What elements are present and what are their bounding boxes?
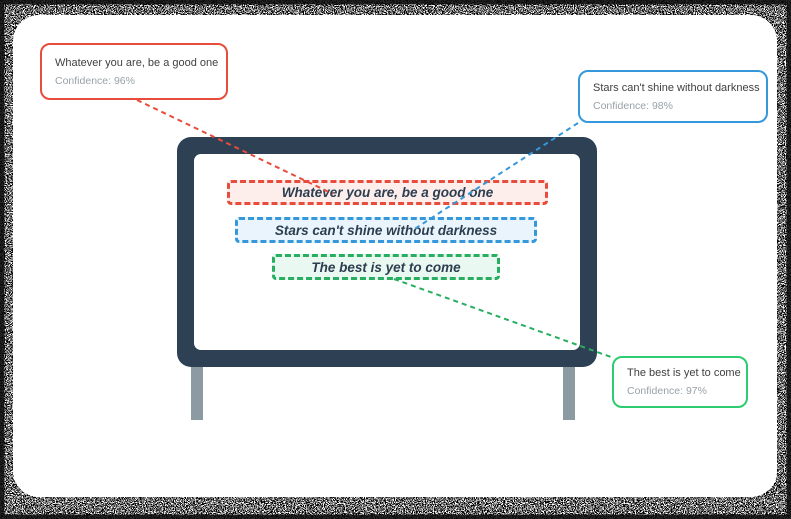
quote-3-text: The best is yet to come [311, 259, 461, 275]
billboard-frame [177, 137, 597, 367]
callout-3-quote: The best is yet to come [627, 367, 741, 379]
detection-box-quote-3[interactable]: The best is yet to come [272, 254, 500, 280]
quote-2-text: Stars can't shine without darkness [274, 222, 498, 238]
callout-2-confidence: Confidence: 98% [593, 99, 673, 112]
billboard-leg-left [191, 367, 203, 420]
callout-quote-1: Whatever you are, be a good one Confiden… [40, 43, 228, 100]
callout-2-quote: Stars can't shine without darkness [593, 81, 760, 94]
callout-quote-2: Stars can't shine without darkness Confi… [578, 70, 768, 123]
callout-3-confidence: Confidence: 97% [627, 385, 707, 397]
callout-quote-3: The best is yet to come Confidence: 97% [612, 356, 748, 408]
detection-box-quote-2[interactable]: Stars can't shine without darkness [235, 217, 537, 243]
detection-box-quote-1[interactable]: Whatever you are, be a good one [227, 180, 548, 205]
quote-1-text: Whatever you are, be a good one [281, 185, 494, 200]
callout-1-quote: Whatever you are, be a good one [55, 56, 219, 69]
callout-1-confidence: Confidence: 96% [55, 74, 135, 87]
billboard-leg-right [563, 367, 575, 420]
